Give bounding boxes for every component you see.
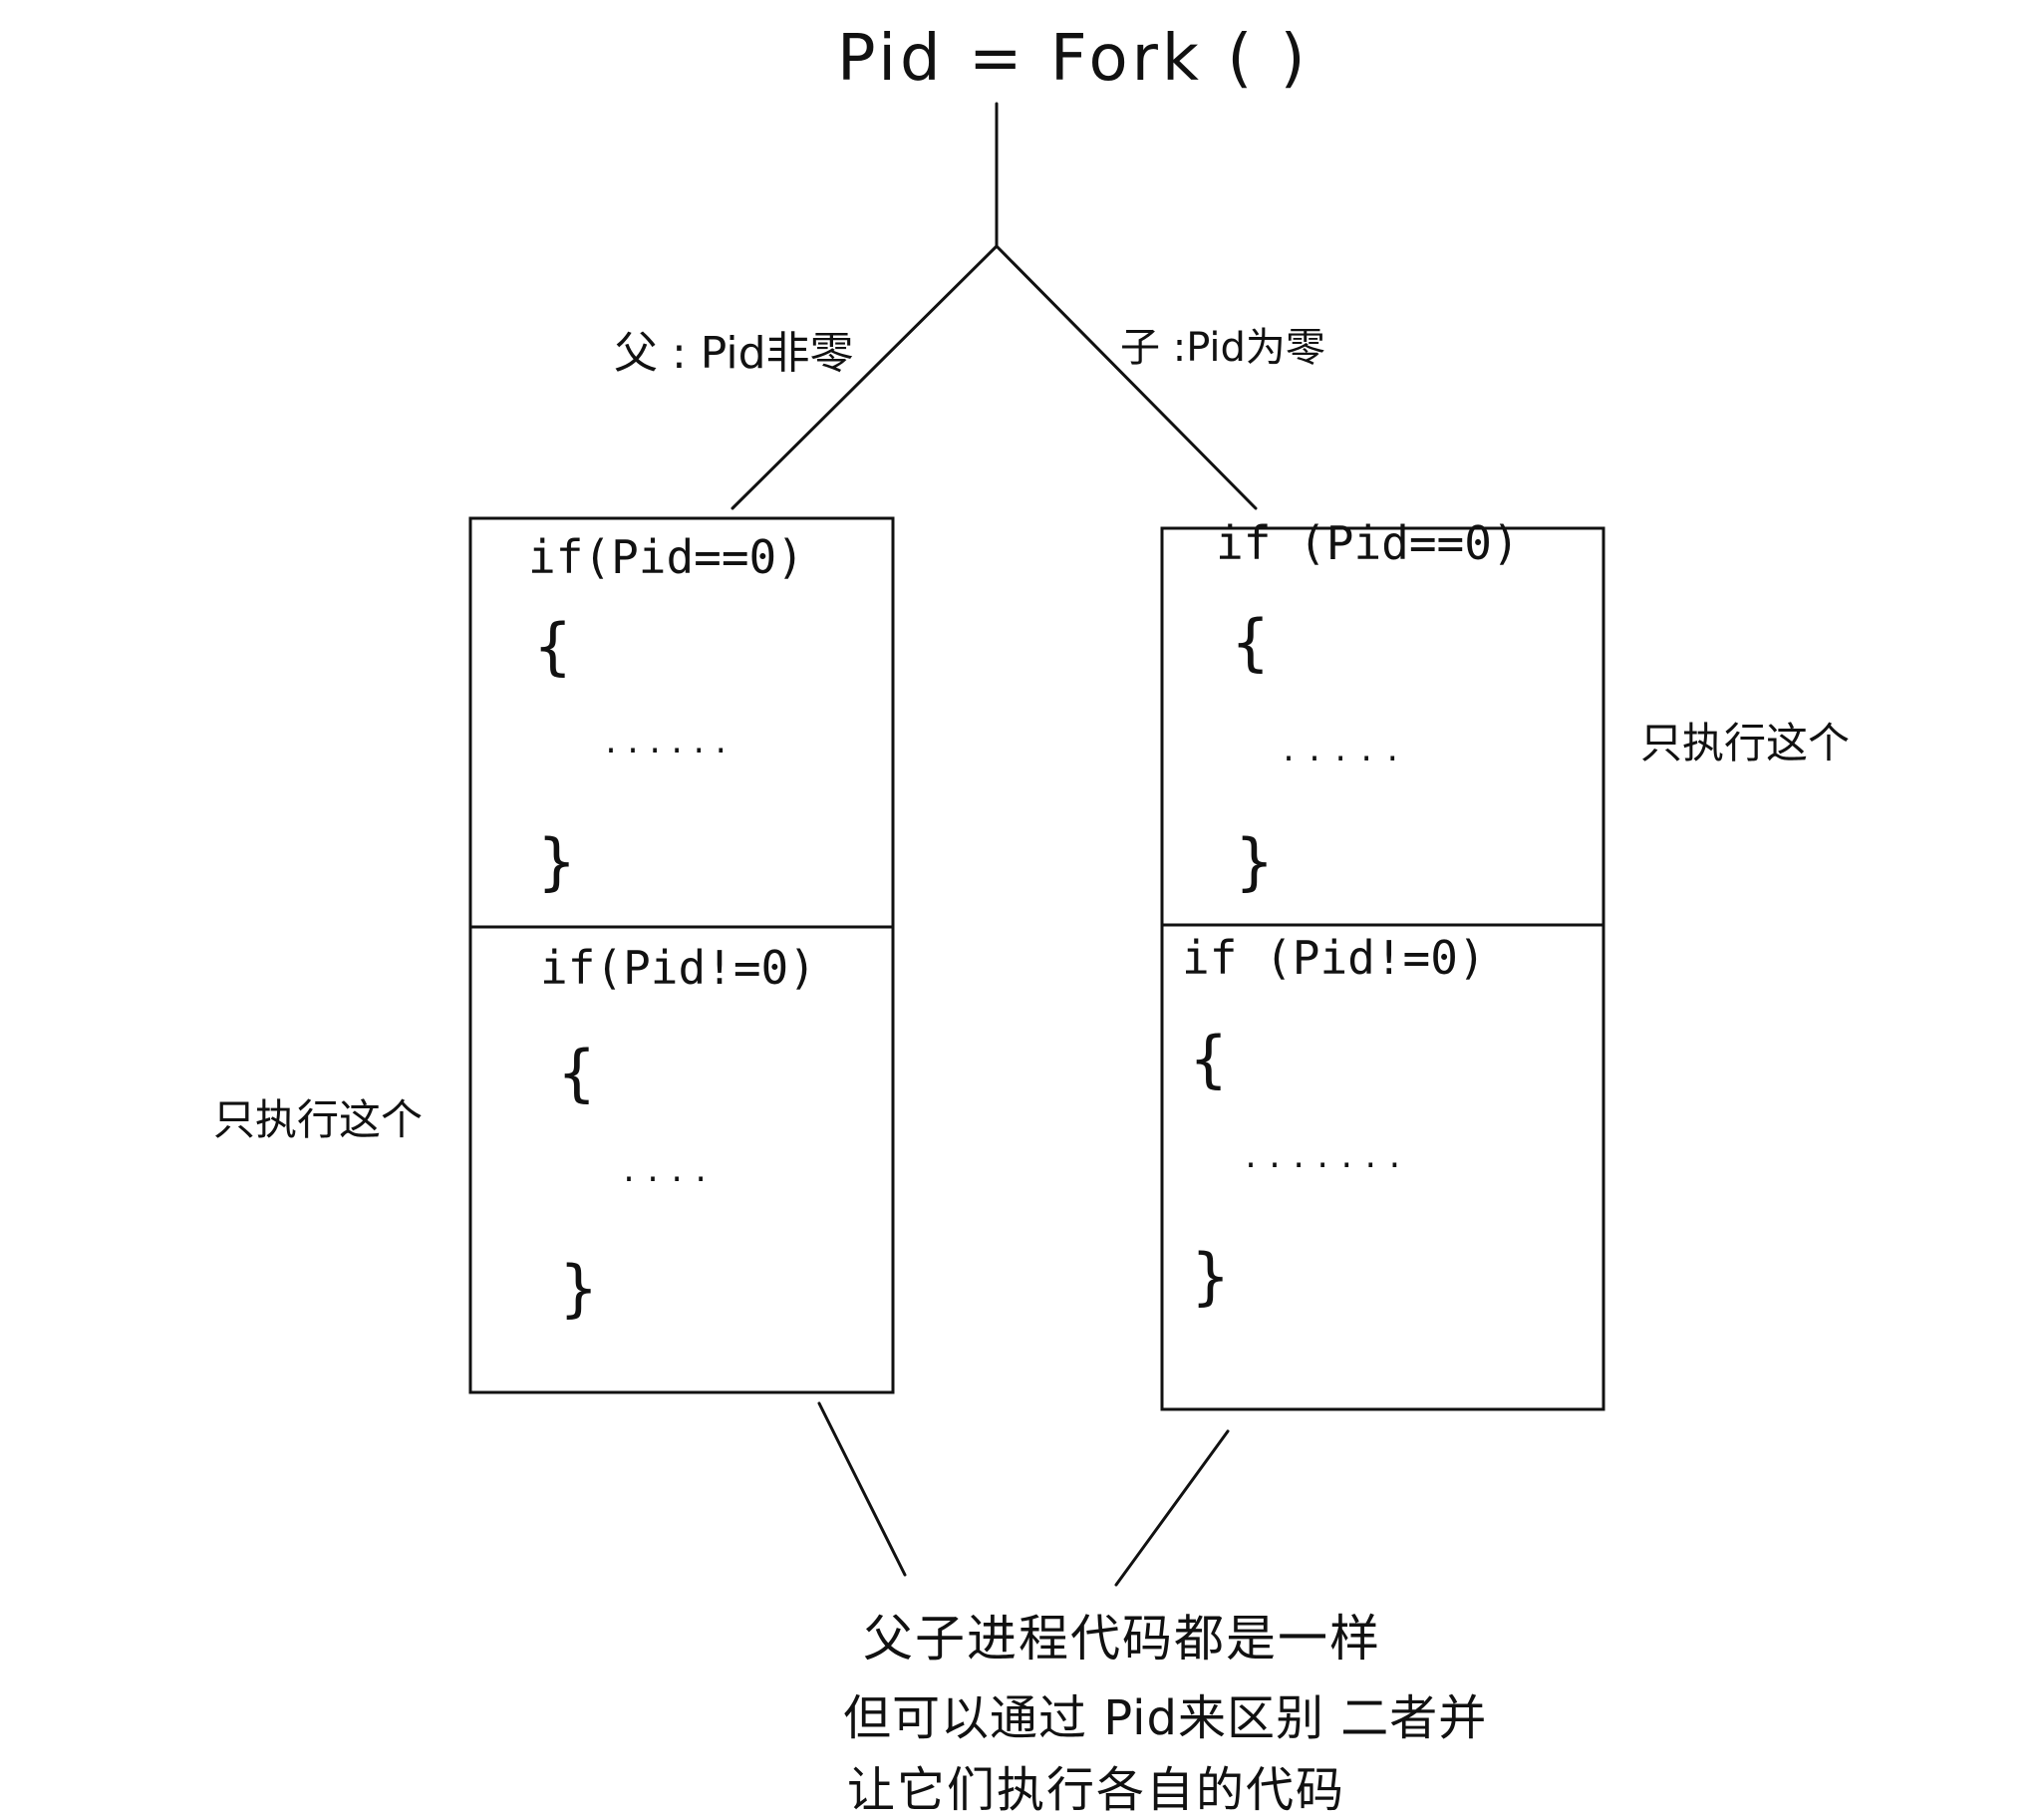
right-bottom-close-brace: } — [1192, 1240, 1230, 1313]
left-bottom-close-brace: } — [560, 1252, 598, 1325]
right-bottom-open-brace: { — [1190, 1023, 1228, 1095]
left-bottom-body: .... — [620, 1154, 717, 1189]
merge-line-left — [817, 1401, 907, 1577]
child-branch-label: 子 :Pid为零 — [1120, 325, 1325, 371]
fork-title: Pid = Fork ( ) — [837, 22, 1310, 96]
conclusion-line-2: 但可以通过 Pid来区别 二者并 — [843, 1690, 1488, 1746]
left-process-box — [468, 516, 895, 1394]
conclusion-line-3: 让它们执行各自的代码 — [847, 1762, 1346, 1818]
left-top-condition: if(Pid==0) — [528, 530, 804, 584]
left-bottom-open-brace: { — [558, 1037, 596, 1109]
merge-line-right — [1114, 1429, 1230, 1587]
branch-line-parent — [730, 244, 999, 510]
branch-line-child — [995, 244, 1258, 510]
left-top-close-brace: } — [538, 825, 576, 898]
right-top-condition: if (Pid==0) — [1216, 516, 1520, 570]
left-bottom-condition: if(Pid!=0) — [540, 941, 816, 995]
left-top-body: ...... — [602, 726, 734, 760]
conclusion-line-1: 父子进程代码都是一样 — [863, 1610, 1381, 1668]
right-bottom-body: ....... — [1242, 1140, 1410, 1175]
left-top-open-brace: { — [534, 610, 572, 683]
parent-branch-label: 父 : Pid非零 — [614, 328, 854, 379]
right-process-box — [1160, 526, 1605, 1411]
left-side-note: 只执行这个 — [213, 1095, 424, 1144]
right-side-note: 只执行这个 — [1640, 719, 1851, 767]
right-top-open-brace: { — [1232, 606, 1270, 679]
right-bottom-condition: if (Pid!=0) — [1182, 931, 1486, 985]
right-top-close-brace: } — [1236, 825, 1274, 898]
right-top-body: ..... — [1280, 734, 1410, 768]
